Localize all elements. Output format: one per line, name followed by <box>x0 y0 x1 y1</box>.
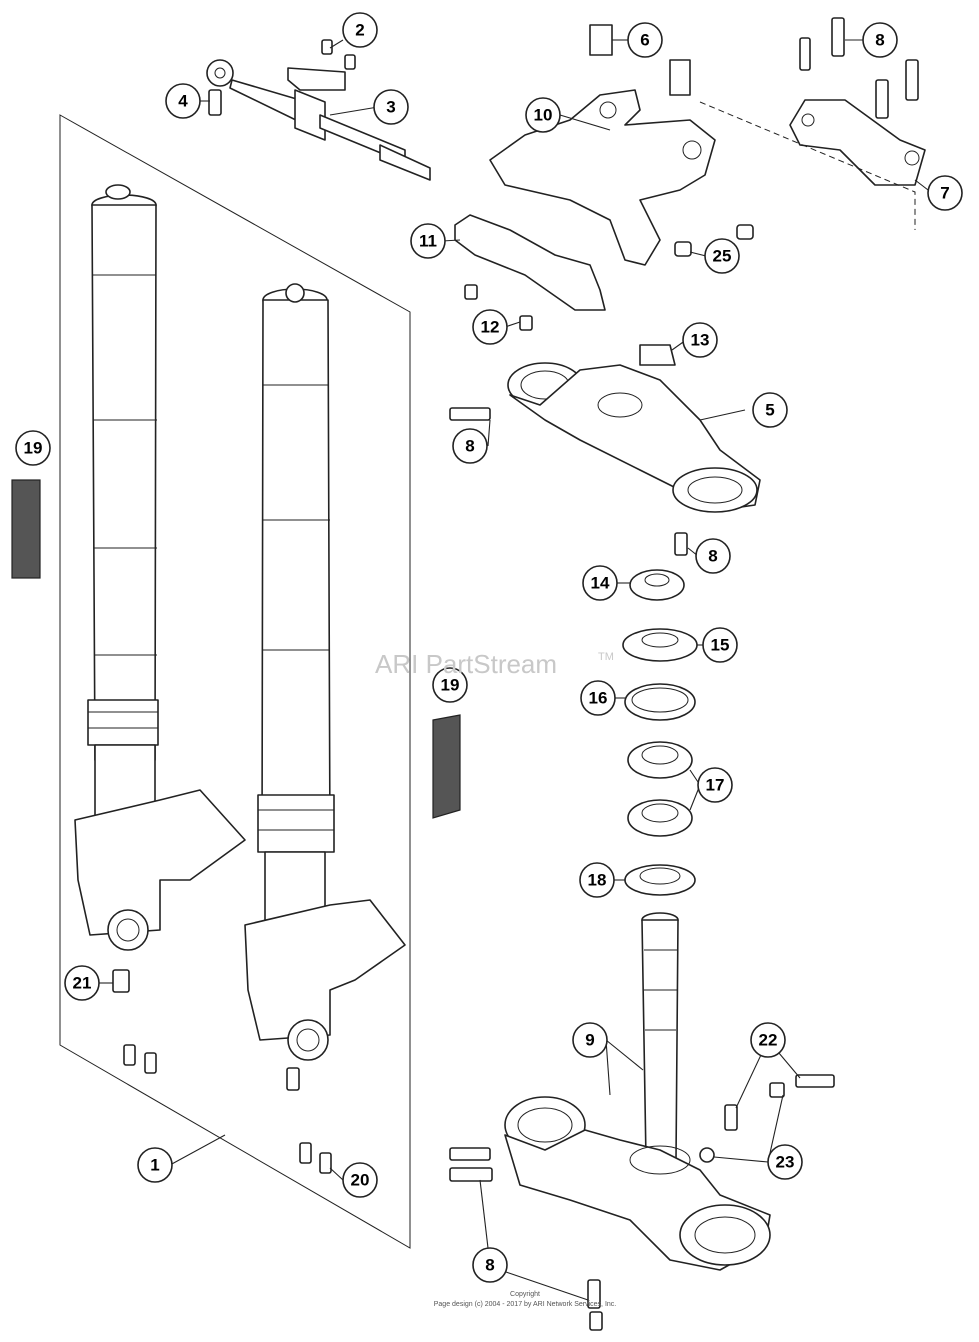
fork-assembly-frame <box>59 114 411 1249</box>
svg-text:8: 8 <box>485 1256 494 1275</box>
svg-text:10: 10 <box>534 106 553 125</box>
svg-text:23: 23 <box>776 1153 795 1172</box>
svg-text:1: 1 <box>150 1156 159 1175</box>
svg-text:Page design (c) 2004 - 2017 by: Page design (c) 2004 - 2017 by ARI Netwo… <box>434 1301 617 1308</box>
svg-text:11: 11 <box>419 232 437 251</box>
callout-10: 10 <box>525 97 561 133</box>
svg-text:ARI PartStream: ARI PartStream <box>375 649 557 679</box>
callout-13: 13 <box>682 322 718 358</box>
callout-8-bottom: 8 <box>472 1247 508 1283</box>
callout-9: 9 <box>572 1022 608 1058</box>
callout-20: 20 <box>342 1162 378 1198</box>
svg-text:17: 17 <box>706 776 725 795</box>
handlebar-clamp-cover <box>454 214 606 331</box>
svg-text:15: 15 <box>711 636 730 655</box>
svg-text:6: 6 <box>640 31 649 50</box>
svg-text:5: 5 <box>765 401 774 420</box>
steering-stem <box>641 912 679 1161</box>
copyright: Copyright Page design (c) 2004 - 2017 by… <box>434 1291 617 1308</box>
upper-clamp <box>489 24 716 266</box>
svg-text:19: 19 <box>24 439 43 458</box>
svg-text:12: 12 <box>481 318 500 337</box>
callout-12: 12 <box>472 309 508 345</box>
callout-14: 14 <box>582 565 618 601</box>
svg-text:21: 21 <box>73 974 92 993</box>
callout-5: 5 <box>752 392 788 428</box>
top-triple-clamp <box>449 344 761 513</box>
steering-damper <box>206 39 431 181</box>
reflectors <box>11 479 461 819</box>
callout-8-clamp: 8 <box>452 428 488 464</box>
svg-text:8: 8 <box>875 31 884 50</box>
callout-4: 4 <box>165 83 201 119</box>
callout-8-top: 8 <box>862 22 898 58</box>
dashed-guides <box>699 101 916 230</box>
bearing-stack <box>622 532 698 896</box>
callout-18: 18 <box>579 862 615 898</box>
callout-19-left: 19 <box>15 430 51 466</box>
svg-text:7: 7 <box>940 184 949 203</box>
fork-leg-left <box>74 184 246 951</box>
svg-text:TM: TM <box>598 651 614 663</box>
callout-16: 16 <box>580 680 616 716</box>
svg-text:19: 19 <box>441 676 460 695</box>
callout-3: 3 <box>373 89 409 125</box>
callout-25: 25 <box>704 238 740 274</box>
callout-11: 11 <box>410 223 446 259</box>
callout-15: 15 <box>702 627 738 663</box>
svg-text:18: 18 <box>588 871 607 890</box>
svg-text:9: 9 <box>585 1031 594 1050</box>
svg-text:4: 4 <box>178 92 188 111</box>
svg-text:Copyright: Copyright <box>510 1291 540 1298</box>
svg-text:8: 8 <box>708 547 717 566</box>
bottom-triple-clamp <box>449 1074 835 1331</box>
svg-text:16: 16 <box>589 689 608 708</box>
svg-text:13: 13 <box>691 331 710 350</box>
svg-text:8: 8 <box>465 437 474 456</box>
callout-19-right: 19 <box>432 667 468 703</box>
svg-text:20: 20 <box>351 1171 370 1190</box>
svg-text:3: 3 <box>386 98 395 117</box>
callout-8-stem: 8 <box>695 538 731 574</box>
callout-7: 7 <box>927 175 963 211</box>
svg-text:25: 25 <box>713 247 732 266</box>
fork-bolts <box>112 969 332 1174</box>
callout-17: 17 <box>697 767 733 803</box>
callout-6: 6 <box>627 22 663 58</box>
callout-22: 22 <box>750 1022 786 1058</box>
callout-2: 2 <box>342 12 378 48</box>
callout-1: 1 <box>137 1147 173 1183</box>
watermark: ARI PartStream TM <box>375 649 614 679</box>
callout-21: 21 <box>64 965 100 1001</box>
callout-23: 23 <box>767 1144 803 1180</box>
handlebar-clamp-top <box>789 17 926 186</box>
svg-text:14: 14 <box>591 574 610 593</box>
svg-text:22: 22 <box>759 1031 778 1050</box>
svg-text:2: 2 <box>355 21 364 40</box>
fork-leg-right <box>244 283 406 1061</box>
small-plugs <box>674 224 754 257</box>
